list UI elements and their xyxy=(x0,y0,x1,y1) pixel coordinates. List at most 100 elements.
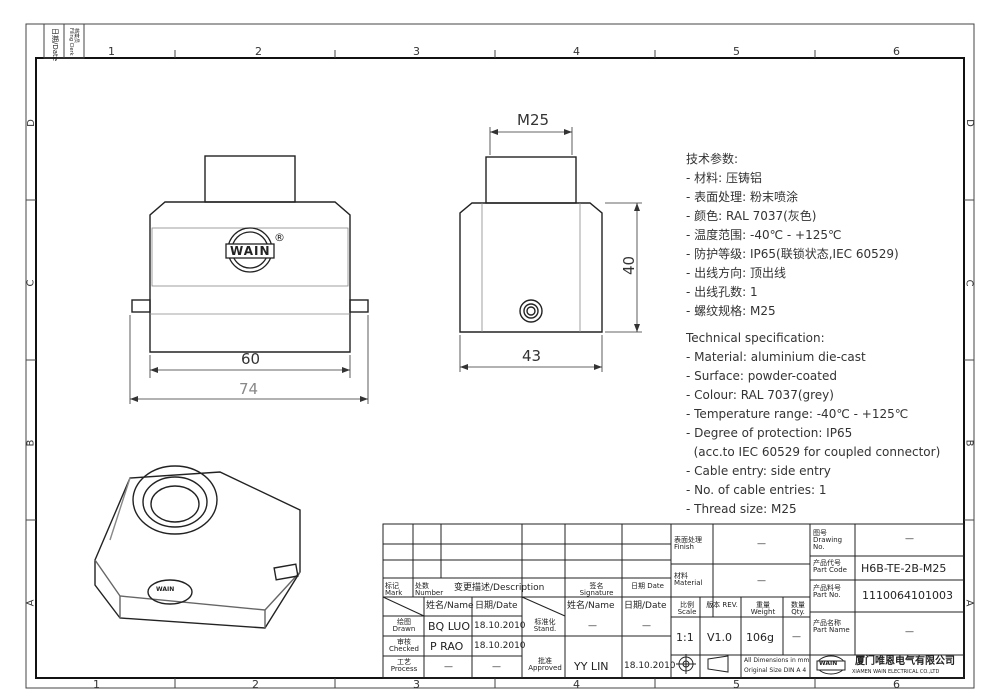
tb-drawing-no-value: — xyxy=(905,534,914,544)
tb-part-name-label: 产品名称 Part Name xyxy=(813,619,850,634)
front-logo-text: WAIN xyxy=(230,244,271,258)
specs-en-line: - No. of cable entries: 1 xyxy=(686,483,827,497)
grid-row-a-left: A xyxy=(25,599,37,607)
tb-material-label: 材料 Material xyxy=(674,572,703,587)
grid-col-3-top: 3 xyxy=(413,45,420,58)
grid-col-3-bottom: 3 xyxy=(413,678,420,691)
grid-col-5-bottom: 5 xyxy=(733,678,740,691)
grid-row-d-right: D xyxy=(963,119,975,127)
tb-description-header: 变更描述/Description xyxy=(454,583,545,593)
grid-col-4-bottom: 4 xyxy=(573,678,580,691)
specs-cn-line: - 材料: 压铸铝 xyxy=(686,171,763,185)
projection-symbol-icon xyxy=(676,654,729,674)
grid-row-b-left: B xyxy=(25,439,37,447)
grid-col-6-bottom: 6 xyxy=(893,678,900,691)
front-logo xyxy=(225,227,275,273)
tb-part-no-value: 1110064101003 xyxy=(862,589,953,602)
tb-weight-value: 106g xyxy=(746,631,774,644)
tb-stand-date: — xyxy=(642,621,651,631)
front-dim-arrows xyxy=(130,367,368,402)
tb-mark-header: 标记 Mark xyxy=(385,582,403,597)
grid-row-c-right: C xyxy=(963,279,975,287)
dim-front-width: 60 xyxy=(241,350,261,368)
specs-cn-line: - 防护等级: IP65(联锁状态,IEC 60529) xyxy=(686,247,899,261)
specs-cn-line: - 温度范围: -40℃ - +125℃ xyxy=(686,228,842,242)
tb-checked-name: P RAO xyxy=(430,640,464,653)
tb-part-code-label: 产品代号 Part Code xyxy=(813,559,847,574)
grid-col-2-bottom: 2 xyxy=(252,678,259,691)
tb-finish-value: — xyxy=(757,539,766,549)
tb-signature-header: 签名 Signature xyxy=(579,582,614,597)
tb-part-no-label: 产品料号 Part No. xyxy=(813,584,841,599)
grid-row-c-left: C xyxy=(25,279,37,287)
outer-border xyxy=(25,23,975,689)
specs-cn-line: - 螺纹规格: M25 xyxy=(686,304,776,318)
specs-en-line: - Thread size: M25 xyxy=(686,502,797,516)
grid-col-2-top: 2 xyxy=(255,45,262,58)
tb-date-header: 日期 Date xyxy=(631,582,664,590)
zone-ticks xyxy=(26,50,974,688)
tb-units-note: All Dimensions in mm xyxy=(744,657,810,664)
tb-process-date: — xyxy=(492,662,501,672)
specs-en-line: - Temperature range: -40℃ - +125℃ xyxy=(686,407,909,421)
dim-front-overall-width: 74 xyxy=(239,380,259,398)
specs-en-title: Technical specification: xyxy=(686,331,825,345)
specs-cn-line: - 表面处理: 粉末喷涂 xyxy=(686,190,799,204)
tb-process-label: 工艺 Process xyxy=(390,658,418,673)
tb-material-value: — xyxy=(757,576,766,586)
tb-drawn-date: 18.10.2010 xyxy=(474,621,526,631)
isometric-view xyxy=(94,465,301,629)
tb-stand-label: 标准化 Stand. xyxy=(533,618,557,633)
tb-drawing-no-label: 图号 Drawing No. xyxy=(813,529,843,551)
specs-en-line: - Surface: powder-coated xyxy=(686,369,837,383)
tb-checked-date: 18.10.2010 xyxy=(474,641,526,651)
tb-weight-label: 重量 Weight xyxy=(750,601,776,616)
tb-name-header-2: 姓名/Name xyxy=(567,601,615,611)
grid-row-b-right: B xyxy=(963,439,975,447)
grid-col-5-top: 5 xyxy=(733,45,740,58)
company-logo-icon xyxy=(816,655,846,675)
tb-stand-name: — xyxy=(588,621,597,631)
filing-corner-label: 档案员 Filing Clerk xyxy=(68,28,79,56)
grid-row-d-left: D xyxy=(25,119,37,127)
tb-scale-label: 比例 Scale xyxy=(677,601,697,616)
specs-cn-line: - 出线孔数: 1 xyxy=(686,285,758,299)
specs-cn-title: 技术参数: xyxy=(686,152,739,166)
side-view xyxy=(459,156,603,333)
specs-cn-line: - 颜色: RAL 7037(灰色) xyxy=(686,209,817,223)
grid-col-4-top: 4 xyxy=(573,45,580,58)
tb-approved-name: YY LIN xyxy=(574,660,609,673)
company-name-cn: 厦门唯恩电气有限公司 xyxy=(855,656,955,667)
specs-en-line: - Cable entry: side entry xyxy=(686,464,831,478)
specs-en-line: - Material: aluminium die-cast xyxy=(686,350,866,364)
specs-cn-line: - 出线方向: 顶出线 xyxy=(686,266,787,280)
specs-en-line: - Colour: RAL 7037(grey) xyxy=(686,388,834,402)
tb-rev-label: 版本 REV. xyxy=(706,601,738,609)
tb-checked-label: 审核 Checked xyxy=(388,638,420,653)
tb-scale-value: 1:1 xyxy=(676,631,694,644)
side-dim-arrows xyxy=(460,129,640,370)
tb-drawn-label: 绘图 Drawn xyxy=(392,618,416,633)
iso-logo-text: WAIN xyxy=(156,586,175,593)
tb-logo-text: WAIN xyxy=(819,660,838,667)
tb-qty-label: 数量 Qty. xyxy=(791,601,805,616)
tb-date-header-3: 日期/Date xyxy=(624,601,667,611)
title-block-grid xyxy=(382,523,965,679)
tb-process-name: — xyxy=(444,662,453,672)
grid-row-a-right: A xyxy=(963,599,975,607)
tb-qty-value: — xyxy=(792,632,801,642)
tb-number-header: 处数 Number xyxy=(415,582,444,597)
tb-date-header-2: 日期/Date xyxy=(475,601,518,611)
grid-col-6-top: 6 xyxy=(893,45,900,58)
tb-part-name-value: — xyxy=(905,627,914,637)
dim-thread: M25 xyxy=(517,111,550,129)
tb-approved-date: 18.10.2010 xyxy=(624,661,676,671)
specs-en-line: - Degree of protection: IP65 xyxy=(686,426,853,440)
tb-approved-label: 批准 Approved xyxy=(528,657,562,672)
grid-col-1-bottom: 1 xyxy=(93,678,100,691)
specs-en-line: (acc.to IEC 60529 for coupled connector) xyxy=(686,445,941,459)
date-corner-label: 日期/Date xyxy=(51,28,59,62)
company-name-en: XIAMEN WAIN ELECTRICAL CO.,LTD xyxy=(852,669,940,675)
